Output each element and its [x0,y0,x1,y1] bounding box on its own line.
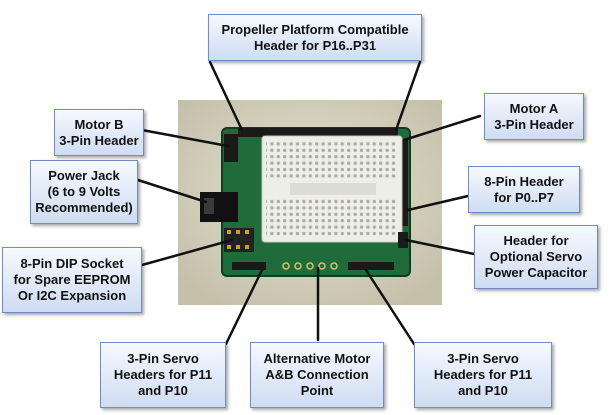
leader-capacitor [404,238,476,256]
leader-dip [140,238,234,267]
callout-servo-right: 3-Pin Servo Headers for P11 and P10 [414,342,552,408]
callout-power-jack: Power Jack (6 to 9 Volts Recommended) [30,160,138,224]
motor-connection-pads [282,262,338,270]
pcb-board [200,127,411,277]
capacitor-header [398,232,408,248]
leader-power-jack [136,178,208,204]
leader-propeller-right [394,60,422,132]
callout-motor-b: Motor B 3-Pin Header [54,109,144,156]
right-header [398,140,408,226]
servo-header-right [348,262,394,270]
leader-motor-b [140,128,230,148]
callout-servo-left: 3-Pin Servo Headers for P11 and P10 [100,342,226,408]
callout-motor-connection: Alternative Motor A&B Connection Point [250,342,384,408]
leader-servo-right [364,268,416,346]
servo-header-left [232,262,266,270]
callout-p0-p7: 8-Pin Header for P0..P7 [468,166,580,213]
leader-lines [136,60,482,346]
leader-motor-a [402,114,482,142]
callout-motor-a: Motor A 3-Pin Header [484,93,584,140]
leader-servo-left [224,268,264,346]
callout-dip-socket: 8-Pin DIP Socket for Spare EEPROM Or I2C… [2,247,142,313]
top-header [238,128,398,137]
leader-propeller-left [208,60,244,132]
leader-p0-p7 [406,194,470,212]
callout-propeller-header: Propeller Platform Compatible Header for… [208,14,422,61]
callout-servo-capacitor: Header for Optional Servo Power Capacito… [474,225,598,289]
motor-b-header [224,134,238,162]
